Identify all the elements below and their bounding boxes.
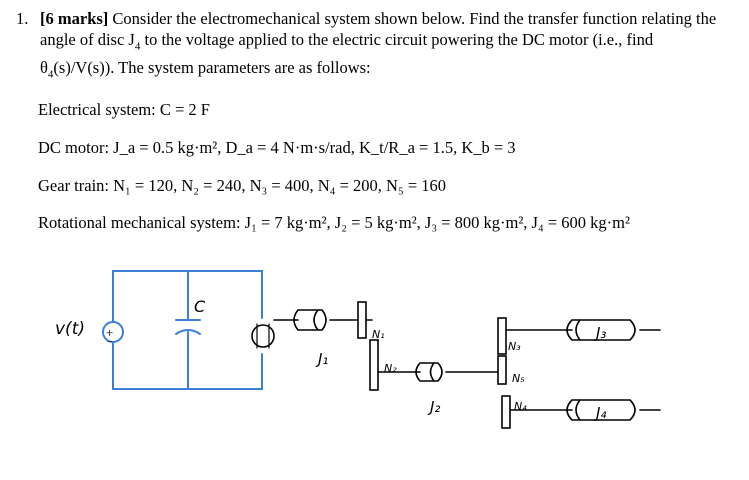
param-electrical: Electrical system: C = 2 F: [38, 100, 210, 119]
disc-J3: [566, 319, 661, 341]
svg-text:+: +: [106, 325, 113, 340]
cap-label: C: [194, 297, 206, 316]
system-diagram: + − v(t) C J₁ N₁ N₂ J₂ N₃: [55, 270, 661, 429]
question-text-2: to the voltage applied to the electric c…: [40, 30, 654, 78]
gear-N3: [497, 317, 573, 355]
question-text: [6 marks] Consider the electromechanical…: [40, 9, 717, 81]
N3-label: N₃: [508, 340, 521, 353]
source-label: v(t): [55, 319, 85, 339]
param-gear-train: Gear train: N₁ = 120, N₂ = 240, N₃ = 400…: [38, 176, 446, 195]
gear-N2: [369, 339, 421, 391]
N1-label: N₁: [372, 328, 385, 341]
svg-text:−: −: [107, 337, 113, 348]
J3-label: J₃: [593, 324, 606, 342]
voltage-source: + −: [102, 321, 124, 348]
question-text-3: (s)/V(s)). The system parameters are as …: [53, 58, 371, 78]
N4-label: N₄: [514, 400, 527, 413]
N5-label: N₅: [512, 372, 525, 385]
J2-label: J₂: [427, 398, 440, 416]
param-rotational: Rotational mechanical system: J₁ = 7 kg·…: [38, 213, 630, 232]
question-number: 1.: [16, 9, 29, 28]
disc-J4: [566, 399, 661, 421]
J4-label: J₄: [593, 404, 606, 422]
gear-N4: [501, 395, 573, 429]
gear-N5: [497, 355, 507, 385]
question-text-1: Consider the electromechanical system sh…: [40, 9, 717, 49]
J1-label: J₁: [315, 350, 328, 368]
param-dc-motor: DC motor: J_a = 0.5 kg·m², D_a = 4 N·m·s…: [38, 138, 516, 157]
circuit: [112, 270, 263, 390]
dc-motor: [251, 319, 299, 349]
disc-J1: [293, 309, 359, 331]
N2-label: N₂: [384, 362, 397, 375]
disc-J2: [415, 362, 499, 382]
marks-label: [6 marks]: [40, 9, 109, 28]
gear-N1: [357, 301, 373, 339]
